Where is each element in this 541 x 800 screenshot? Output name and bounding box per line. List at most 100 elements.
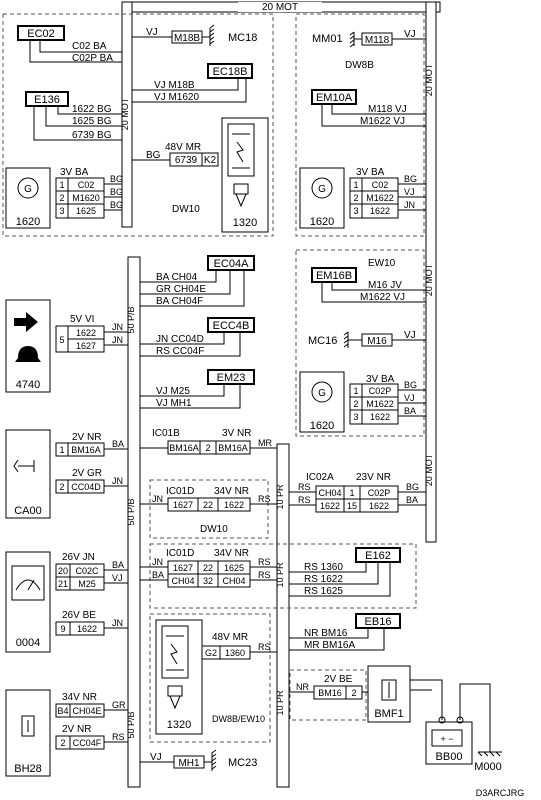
svg-text:M1622 VJ: M1622 VJ	[360, 292, 405, 303]
mc18-ground	[202, 28, 211, 46]
e136-wires	[33, 106, 122, 141]
svg-text:1627: 1627	[173, 500, 193, 510]
svg-text:1622: 1622	[224, 500, 244, 510]
ecc4b-label-box	[207, 317, 255, 333]
mc18-wire-color: VJ	[146, 27, 158, 38]
svg-text:CH04: CH04	[171, 576, 194, 586]
svg-text:2V NR: 2V NR	[72, 432, 101, 443]
svg-text:JN CC04D: JN CC04D	[156, 334, 204, 345]
harness-right-mot-label-c: 20 MOT	[424, 453, 434, 486]
svg-text:VJ: VJ	[404, 187, 415, 197]
svg-text:RS: RS	[258, 494, 271, 504]
conn-3v-ba-tr: 3V BA	[356, 167, 385, 178]
conn-3v-ba-mr: 3V BA	[366, 374, 395, 385]
harness-pr-label-c: 10 PR	[275, 690, 285, 716]
harness-pr: 10 PR 10 PR 10 PR	[275, 443, 290, 788]
mc23-label: MC23	[228, 757, 257, 769]
conn-5v-vi: 5V VI	[70, 314, 94, 325]
svg-text:MR: MR	[258, 438, 272, 448]
ec18b-label-box	[207, 63, 253, 79]
harness-top: 20 MOT	[121, 1, 441, 13]
ew10-group-frame	[295, 249, 425, 437]
svg-text:G: G	[318, 184, 326, 195]
svg-text:JN: JN	[152, 494, 163, 504]
svg-text:BG: BG	[404, 174, 417, 184]
svg-text:BA CH04F: BA CH04F	[156, 296, 203, 307]
harness-pb-label-c: 50 P/B	[126, 711, 136, 738]
svg-text:MR BM16A: MR BM16A	[304, 640, 355, 651]
svg-text:BA: BA	[152, 570, 164, 580]
svg-text:1: 1	[349, 488, 354, 498]
harness-pb-label-a: 50 P/B	[126, 306, 136, 333]
svg-text:BA: BA	[406, 495, 418, 505]
svg-text:2: 2	[353, 193, 358, 203]
svg-text:+ −: + −	[440, 734, 453, 744]
ecc4b-label: ECC4B	[213, 320, 250, 332]
svg-text:2: 2	[59, 193, 64, 203]
generator-icon	[17, 177, 39, 199]
svg-text:3: 3	[59, 206, 64, 216]
svg-text:BA CH04: BA CH04	[156, 272, 198, 283]
svg-text:BA: BA	[112, 560, 124, 570]
gen-1620-mr-label: 1620	[310, 420, 334, 432]
gauge-icon	[11, 565, 45, 601]
svg-text:RS 1625: RS 1625	[304, 586, 343, 597]
conn-table-tl: 1 2 3 C02 M1620 1625	[55, 177, 105, 219]
svg-text:VJ: VJ	[404, 330, 416, 341]
ic01b-label: IC01B	[152, 428, 180, 439]
conn-table-tr: 1 2 3 C02 M1622 1622	[349, 177, 399, 219]
gen-1620-tl-label: 1620	[16, 216, 40, 228]
svg-text:21: 21	[58, 579, 68, 589]
svg-text:1622: 1622	[369, 501, 389, 511]
svg-text:G: G	[318, 388, 326, 399]
wire-m1620: VJ M1620	[154, 92, 199, 103]
svg-text:JN: JN	[152, 557, 163, 567]
svg-text:23V NR: 23V NR	[356, 472, 391, 483]
pin-k2: K2	[204, 155, 217, 166]
pin-6739: 6739	[175, 155, 198, 166]
ground-icon	[477, 751, 502, 757]
dw8b-label: DW8B	[345, 60, 374, 71]
svg-text:BM16A: BM16A	[71, 445, 101, 455]
svg-text:VJ: VJ	[404, 393, 415, 403]
dev-bmf1-label: BMF1	[374, 708, 403, 720]
svg-text:JN: JN	[404, 200, 415, 210]
svg-text:1627: 1627	[173, 563, 193, 573]
svg-text:1: 1	[353, 386, 358, 396]
svg-text:VJ M25: VJ M25	[156, 386, 190, 397]
cpu-1320-label: 1320	[233, 217, 257, 229]
svg-text:JN: JN	[112, 618, 123, 628]
svg-text:M25: M25	[78, 579, 96, 589]
conn-table-mr: 1 2 3 C02P M1622 1622	[349, 383, 399, 425]
svg-text:3: 3	[353, 206, 358, 216]
svg-text:34V NR: 34V NR	[214, 548, 249, 559]
conn-3v-ba-tl: 3V BA	[60, 167, 89, 178]
harness-right-mot-label-a: 20 MOT	[424, 63, 434, 96]
ic02a-label: IC02A	[306, 472, 334, 483]
dw10-label: DW10	[172, 204, 200, 215]
svg-text:2: 2	[60, 738, 65, 748]
svg-text:B4: B4	[57, 706, 68, 716]
svg-text:JN: JN	[112, 322, 123, 332]
injector-icon-low	[167, 685, 183, 697]
svg-text:2: 2	[353, 399, 358, 409]
wire-1622: 1622 BG	[72, 104, 112, 115]
svg-text:M16 JV: M16 JV	[368, 280, 402, 291]
ec04a-label: EC04A	[214, 258, 250, 270]
svg-text:RS: RS	[258, 642, 271, 652]
svg-text:1360: 1360	[225, 648, 245, 658]
svg-text:BG: BG	[110, 174, 123, 184]
cpu-chip-icon	[227, 123, 255, 177]
svg-text:BG: BG	[110, 187, 123, 197]
svg-text:RS CC04F: RS CC04F	[156, 346, 204, 357]
svg-text:2: 2	[351, 688, 356, 698]
svg-text:BA: BA	[112, 439, 124, 449]
ic01d-b-frame	[149, 543, 417, 609]
svg-text:2: 2	[205, 443, 210, 453]
svg-text:CC04D: CC04D	[71, 482, 101, 492]
svg-text:20: 20	[58, 566, 68, 576]
svg-text:RS: RS	[298, 495, 311, 505]
harness-pr-label-b: 10 PR	[275, 562, 285, 588]
ew10-label: EW10	[368, 258, 396, 269]
